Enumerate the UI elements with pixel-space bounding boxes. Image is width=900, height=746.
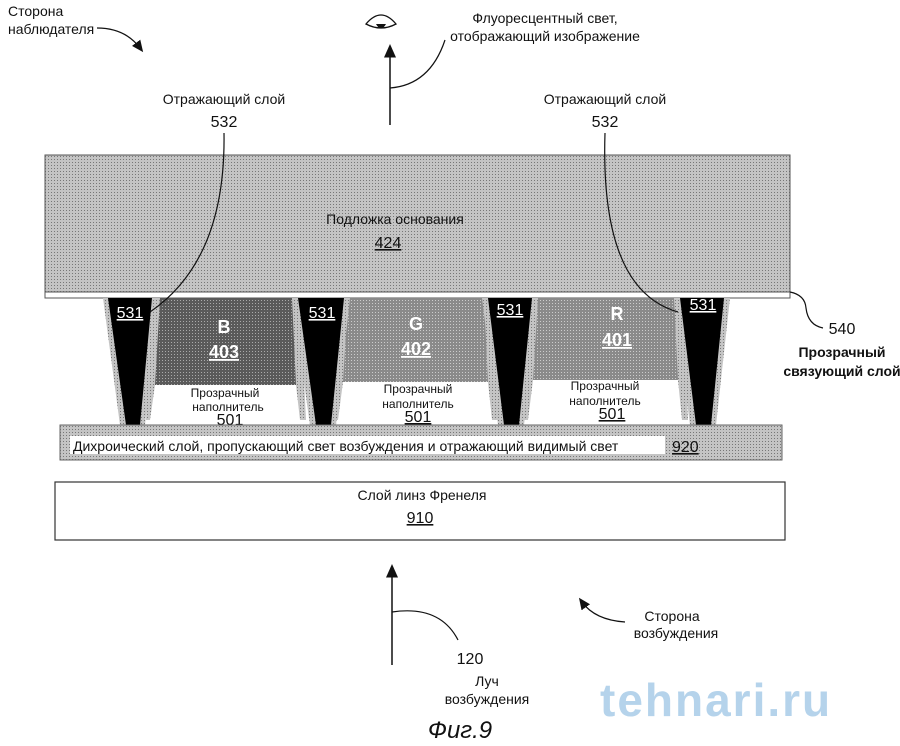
fresnel-number: 910	[407, 510, 434, 527]
subpixel-cell-b	[146, 298, 306, 420]
reflective-layer-leader-left	[149, 132, 225, 313]
svg-text:возбуждения: возбуждения	[445, 691, 530, 707]
svg-text:Прозрачный: Прозрачный	[571, 379, 640, 393]
watermark: tehnari.ru	[600, 674, 832, 726]
reflective-layer-leader-right	[604, 132, 679, 313]
substrate-label: Подложка основания	[326, 211, 464, 227]
svg-text:532: 532	[211, 114, 238, 131]
black-matrix-number: 531	[309, 305, 336, 322]
svg-text:Флуоресцентный свет,: Флуоресцентный свет,	[472, 10, 617, 26]
subpixel-number-g: 402	[401, 339, 431, 359]
svg-text:Прозрачный: Прозрачный	[384, 382, 453, 396]
eye-icon	[364, 14, 398, 29]
svg-text:Отражающий слой: Отражающий слой	[163, 91, 286, 107]
figure-caption: Фиг.9	[428, 717, 492, 744]
dichroic-label: Дихроический слой, пропускающий свет воз…	[73, 438, 619, 454]
subpixel-number-b: 403	[209, 342, 239, 362]
fresnel-lens-layer	[54, 481, 786, 541]
svg-text:наполнитель: наполнитель	[382, 397, 453, 411]
reflective-layer-label-right: Отражающий слой 532	[544, 91, 667, 131]
svg-text:Отражающий слой: Отражающий слой	[544, 91, 667, 107]
substrate-number: 424	[375, 235, 402, 252]
subpixel-letter-r: R	[611, 304, 624, 324]
subpixel-cell-r	[524, 298, 688, 420]
bonding-layer-label: 540 Прозрачный связующий слой	[783, 321, 900, 379]
svg-text:540: 540	[829, 321, 856, 338]
dichroic-number: 920	[672, 439, 699, 456]
transparent-bonding-layer	[44, 291, 791, 299]
reflective-layer-label-left: Отражающий слой 532	[163, 91, 286, 131]
subpixel-cell-g	[334, 298, 498, 420]
black-matrix-number: 531	[117, 305, 144, 322]
svg-text:наполнитель: наполнитель	[192, 400, 263, 414]
black-matrix-number: 531	[690, 297, 717, 314]
excitation-beam-leader	[391, 610, 459, 641]
excitation-beam-label: 120 Луч возбуждения	[445, 651, 530, 707]
subpixel-letter-b: B	[218, 317, 231, 337]
svg-text:Сторона: Сторона	[8, 3, 63, 19]
subpixel-letter-g: G	[409, 314, 423, 334]
fresnel-label: Слой линз Френеля	[358, 487, 487, 503]
dichroic-label-background	[70, 436, 665, 454]
svg-text:Сторона: Сторона	[644, 608, 699, 624]
filler-label-g: Прозрачный наполнитель 501	[382, 382, 453, 426]
svg-text:501: 501	[599, 406, 626, 423]
emitted-light-leader	[389, 39, 446, 89]
black-matrix-number: 531	[497, 302, 524, 319]
svg-text:связующий слой: связующий слой	[783, 363, 900, 379]
svg-text:Луч: Луч	[475, 673, 499, 689]
fluorescent-light-label: Флуоресцентный свет, отображающий изобра…	[450, 10, 640, 44]
excitation-side-arrow	[578, 597, 626, 623]
svg-text:отображающий изображение: отображающий изображение	[450, 28, 640, 44]
bonding-layer-leader	[789, 291, 824, 329]
filler-label-r: Прозрачный наполнитель 501	[569, 379, 640, 423]
subpixel-number-r: 401	[602, 330, 632, 350]
svg-text:532: 532	[592, 114, 619, 131]
observer-side-arrow	[96, 27, 144, 53]
black-matrix	[103, 298, 730, 425]
observer-side-label: Сторона наблюдателя	[8, 3, 94, 37]
svg-text:возбуждения: возбуждения	[634, 625, 719, 641]
svg-text:Прозрачный: Прозрачный	[191, 386, 260, 400]
svg-text:наполнитель: наполнитель	[569, 394, 640, 408]
svg-text:120: 120	[457, 651, 484, 668]
filler-label-b: Прозрачный наполнитель 501	[191, 386, 264, 429]
excitation-side-label: Сторона возбуждения	[634, 608, 719, 641]
svg-text:Прозрачный: Прозрачный	[798, 344, 885, 360]
svg-text:наблюдателя: наблюдателя	[8, 21, 94, 37]
svg-text:501: 501	[405, 409, 432, 426]
